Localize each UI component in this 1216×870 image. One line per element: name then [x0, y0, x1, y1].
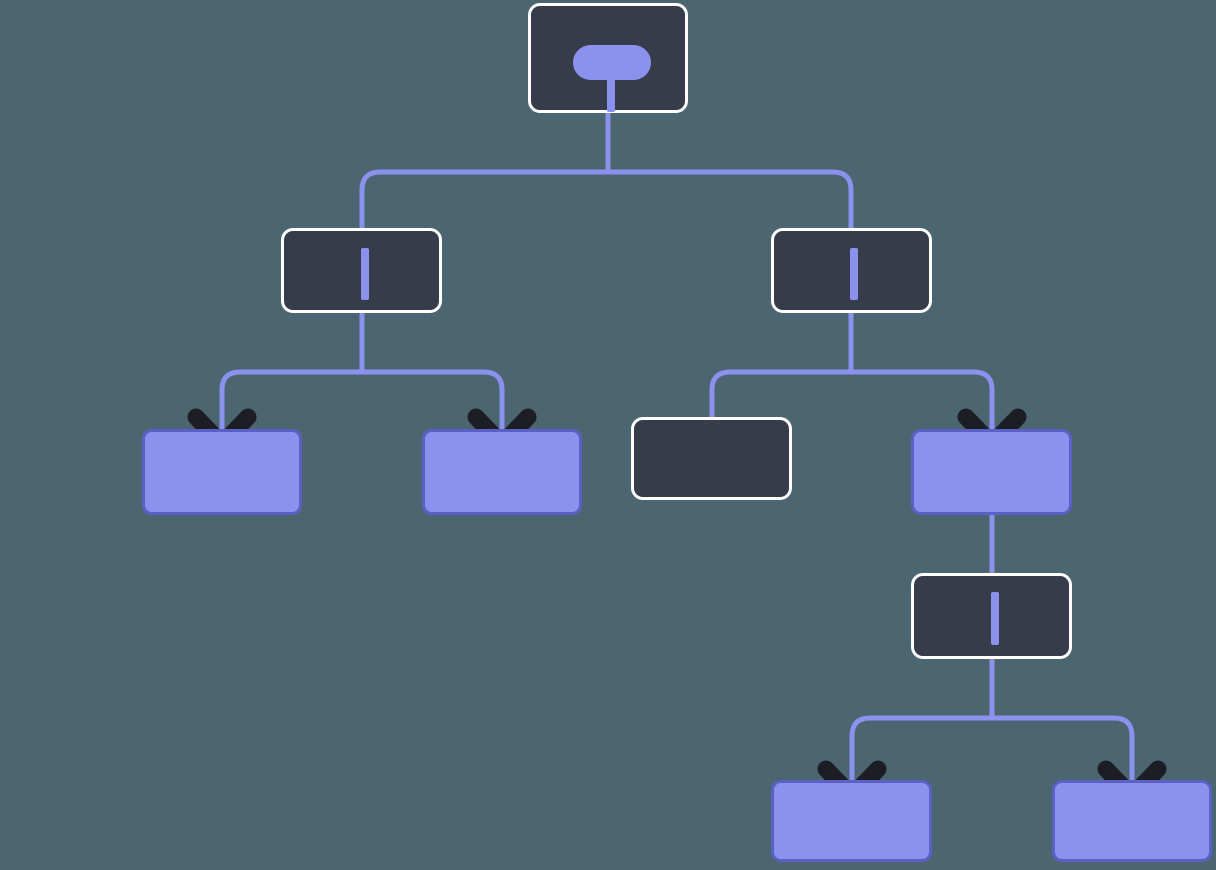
- branch-lower-bar-glyph: [991, 592, 999, 645]
- wire-right-fork-c: [709, 369, 851, 417]
- branch-left-bar-glyph: [361, 248, 369, 300]
- root-node[interactable]: [528, 3, 688, 113]
- leaf-node-3[interactable]: [911, 429, 1072, 515]
- leaf-node-4[interactable]: [771, 780, 932, 862]
- leaf-node-1[interactable]: [142, 429, 302, 515]
- wire-root-fork: [608, 169, 854, 228]
- branch-node-left[interactable]: [281, 228, 442, 313]
- branch-right-bar-glyph: [850, 248, 858, 300]
- branch-node-right[interactable]: [771, 228, 932, 313]
- leaf-node-5[interactable]: [1052, 780, 1212, 862]
- leaf-node-2[interactable]: [422, 429, 582, 515]
- wire-root-fork-left: [359, 169, 608, 228]
- root-stem-glyph: [607, 63, 615, 112]
- terminal-node-dark[interactable]: [631, 417, 792, 500]
- branch-node-lower[interactable]: [911, 573, 1072, 659]
